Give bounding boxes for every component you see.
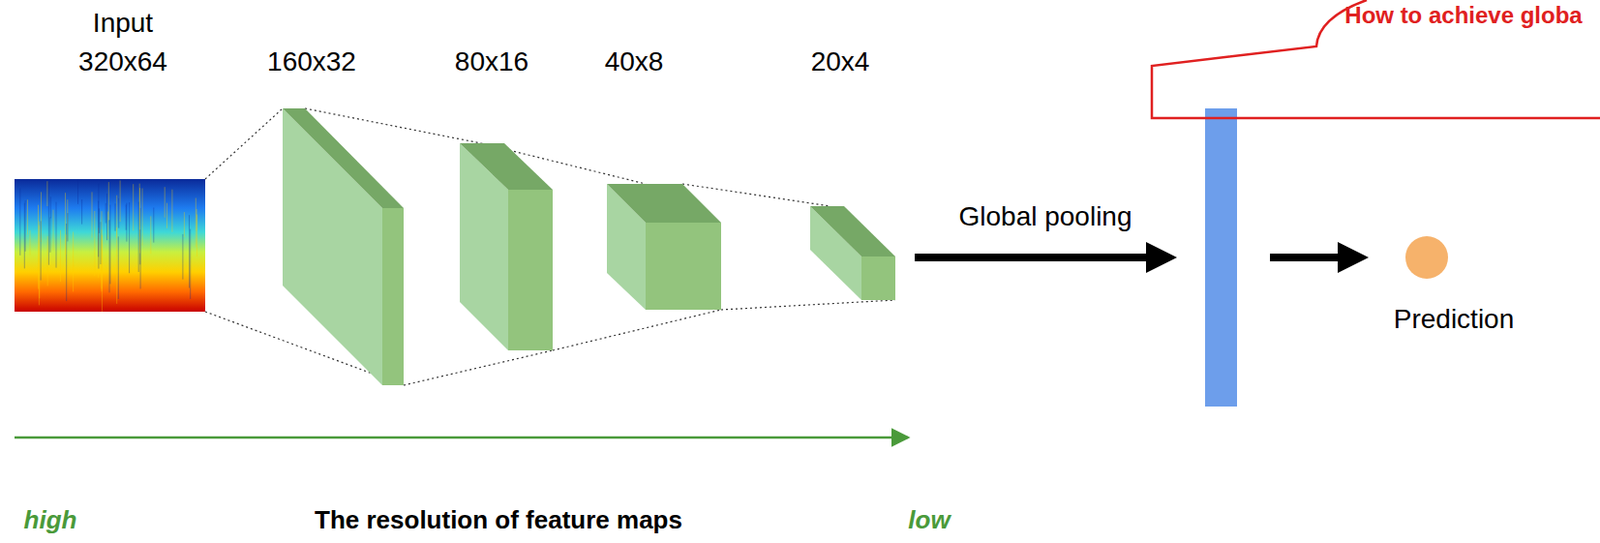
label-text: Global pooling [958, 201, 1132, 233]
texture-stroke [128, 202, 130, 273]
texture-stroke [60, 230, 61, 282]
texture-stroke [77, 181, 79, 205]
texture-stroke [188, 214, 190, 288]
texture-stroke [40, 220, 42, 280]
feature-map-4 [810, 206, 896, 301]
texture-stroke [106, 193, 108, 241]
texture-stroke [72, 232, 74, 293]
label-text: The resolution of feature maps [314, 506, 683, 536]
texture-stroke [53, 210, 55, 251]
texture-stroke [142, 188, 144, 246]
label-text: low [907, 506, 950, 536]
texture-stroke [125, 205, 127, 231]
texture-stroke [65, 234, 67, 255]
texture-stroke [196, 214, 198, 257]
texture-stroke [50, 196, 52, 218]
texture-stroke [19, 187, 21, 255]
feature-map-2 [459, 143, 553, 351]
texture-stroke [48, 181, 50, 266]
texture-stroke [101, 211, 103, 292]
spectrogram [14, 179, 206, 312]
texture-stroke [116, 227, 118, 304]
texture-stroke [181, 234, 183, 280]
label-text: 40x8 [604, 46, 665, 78]
texture-stroke [116, 195, 118, 239]
prediction-node: Prediction [1405, 236, 1449, 279]
label-text: 20x4 [811, 46, 871, 78]
texture-stroke [125, 203, 127, 242]
resolution-arrow [14, 436, 908, 440]
label-text: 160x32 [267, 46, 357, 78]
texture-stroke [56, 202, 58, 269]
feature-map: 40x8 [606, 183, 722, 310]
texture-stroke [37, 205, 39, 290]
texture-stroke [139, 187, 141, 253]
projection-lines [205, 108, 896, 386]
label-text: 80x16 [454, 46, 529, 78]
texture-stroke [47, 236, 49, 286]
label-text: 320x64 [78, 46, 168, 78]
texture-stroke [93, 211, 95, 276]
output-arrow [1269, 253, 1354, 262]
texture-stroke [91, 191, 93, 238]
texture-stroke [152, 208, 154, 243]
texture-stroke [81, 199, 83, 225]
spectrogram-texture [20, 180, 198, 312]
texture-stroke [171, 189, 173, 233]
texture-stroke [65, 223, 67, 302]
texture-stroke [109, 205, 111, 285]
feature-map: 20x4 [810, 206, 896, 301]
callout-bubble [1151, 0, 1600, 119]
texture-stroke [132, 183, 134, 231]
prediction-dot [1405, 236, 1449, 279]
texture-stroke [118, 236, 120, 300]
label-text: Input [92, 7, 153, 39]
feature-map: 80x16 [459, 143, 553, 351]
texture-stroke [164, 186, 166, 218]
texture-stroke [27, 199, 29, 235]
texture-stroke [120, 180, 121, 222]
feature-map-1 [282, 108, 404, 386]
texture-stroke [150, 215, 151, 254]
texture-stroke [115, 203, 117, 231]
input-spectrogram: Input320x64 [14, 179, 206, 312]
texture-stroke [166, 203, 168, 229]
texture-stroke [30, 230, 31, 256]
texture-stroke [97, 183, 99, 270]
texture-stroke [64, 192, 66, 263]
texture-stroke [108, 181, 110, 221]
texture-stroke [183, 211, 185, 238]
texture-stroke [49, 217, 51, 253]
texture-stroke [38, 221, 40, 300]
label-text: How to achieve globa [1344, 1, 1582, 30]
texture-stroke [189, 229, 191, 300]
texture-stroke [138, 202, 140, 273]
feature-map-3 [606, 183, 722, 310]
texture-stroke [66, 212, 68, 242]
texture-stroke [109, 219, 111, 293]
texture-stroke [118, 198, 120, 229]
texture-stroke [46, 181, 48, 207]
feature-map: 160x32 [282, 108, 404, 386]
texture-stroke [66, 199, 68, 241]
label-text: Prediction [1393, 303, 1515, 335]
texture-stroke [100, 221, 102, 265]
texture-stroke [25, 200, 27, 252]
label-text: high [24, 506, 78, 536]
callout-bubble: How to achieve globa [1151, 0, 1600, 119]
pooling-arrow [914, 253, 1162, 262]
feature-vector [1205, 108, 1238, 407]
texture-stroke [105, 203, 107, 224]
texture-stroke [195, 198, 197, 248]
